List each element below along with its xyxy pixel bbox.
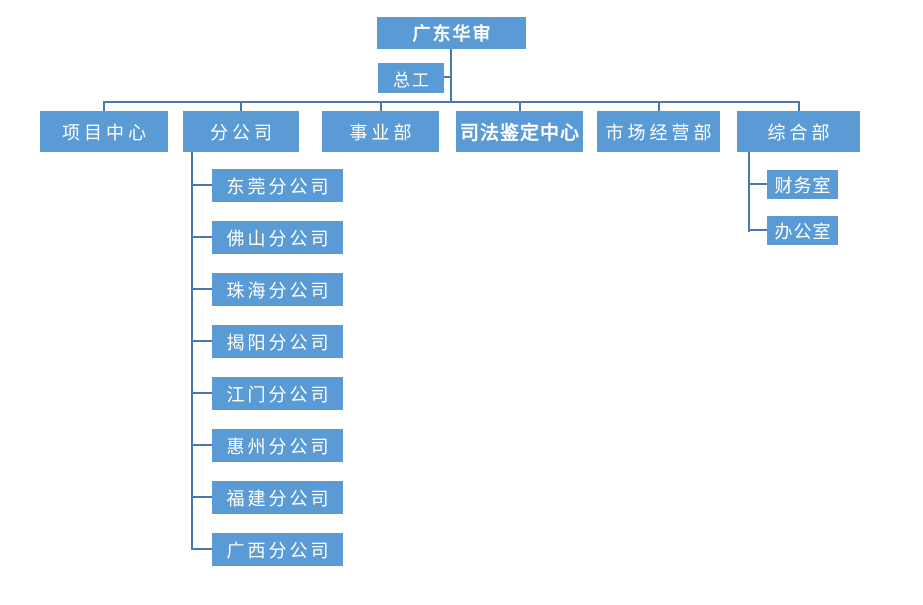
- connector-admin-stub-1: [748, 183, 767, 185]
- connector-stub-marketing-dept: [658, 101, 660, 111]
- connector-branch-stub-1: [191, 184, 212, 186]
- connector-assistant-stub: [444, 76, 452, 78]
- org-node-jieyang-branch: 揭阳分公司: [212, 325, 343, 358]
- org-node-project-center: 项目中心: [40, 111, 168, 152]
- connector-branch-stub-7: [191, 496, 212, 498]
- connector-branch-trunk: [191, 152, 193, 550]
- connector-branch-stub-6: [191, 444, 212, 446]
- org-node-business-division: 事业部: [322, 111, 439, 152]
- org-node-general-dept: 综合部: [737, 111, 860, 152]
- org-node-branch-company: 分公司: [183, 111, 299, 152]
- connector-level2-bus: [103, 101, 800, 103]
- org-node-huizhou-branch: 惠州分公司: [212, 429, 343, 462]
- org-node-judicial-appraisal-center: 司法鉴定中心: [456, 111, 583, 152]
- connector-admin-trunk: [748, 152, 750, 232]
- org-node-fujian-branch: 福建分公司: [212, 481, 343, 514]
- connector-admin-stub-2: [748, 229, 767, 231]
- connector-branch-stub-3: [191, 288, 212, 290]
- connector-branch-stub-8: [191, 548, 212, 550]
- connector-branch-stub-4: [191, 340, 212, 342]
- org-node-chief-engineer: 总工: [378, 63, 444, 93]
- connector-stub-business-division: [380, 101, 382, 111]
- org-node-marketing-dept: 市场经营部: [597, 111, 720, 152]
- connector-stub-project-center: [103, 101, 105, 111]
- org-node-finance-office: 财务室: [767, 170, 838, 199]
- org-node-foshan-branch: 佛山分公司: [212, 221, 343, 254]
- connector-stub-general-dept: [798, 101, 800, 111]
- connector-stub-branch-company: [240, 101, 242, 111]
- org-node-admin-office: 办公室: [767, 216, 838, 245]
- org-node-guangxi-branch: 广西分公司: [212, 533, 343, 566]
- org-node-jiangmen-branch: 江门分公司: [212, 377, 343, 410]
- org-node-dongguan-branch: 东莞分公司: [212, 169, 343, 202]
- connector-stub-judicial-center: [519, 101, 521, 111]
- org-node-root: 广东华审: [377, 17, 526, 49]
- connector-branch-stub-2: [191, 236, 212, 238]
- connector-branch-stub-5: [191, 392, 212, 394]
- org-node-zhuhai-branch: 珠海分公司: [212, 273, 343, 306]
